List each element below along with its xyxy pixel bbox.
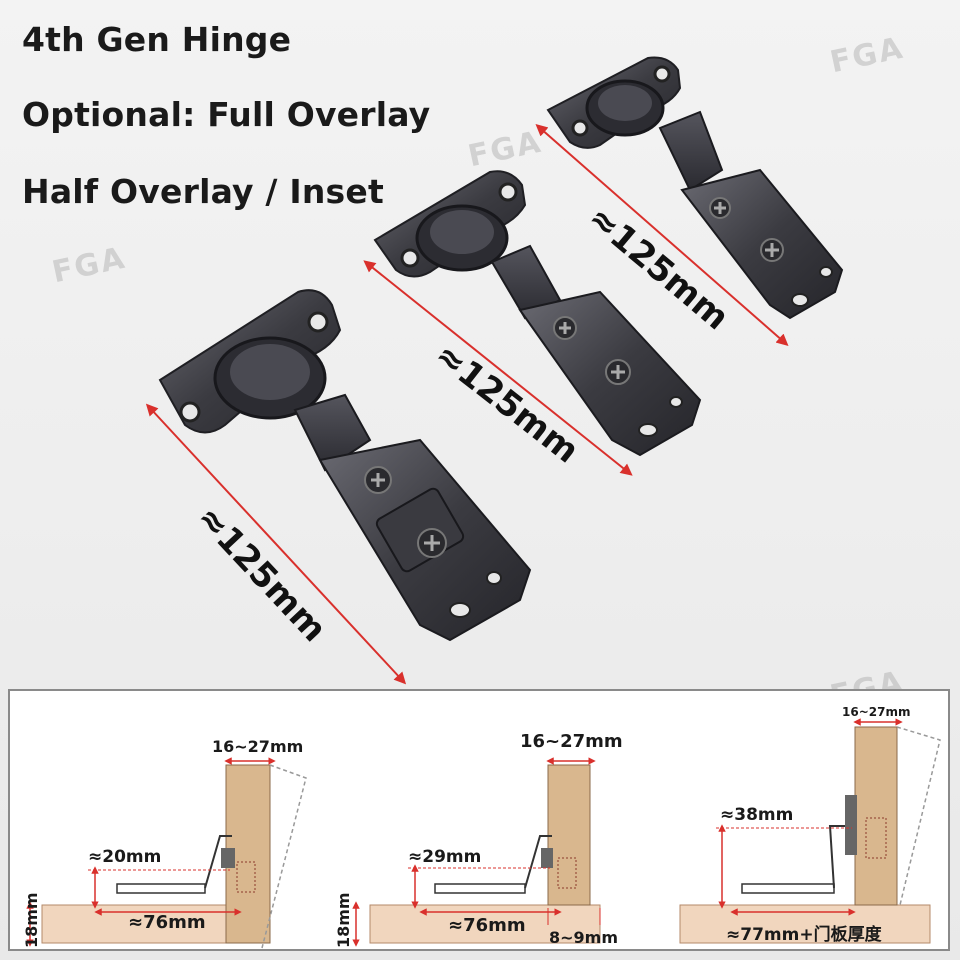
hinge-products-illustration [145,56,844,685]
half-overlay-overlap-label: 8~9mm [549,928,619,947]
length-dimension-line [535,124,789,346]
inset-cup-distance-label: ≈77mm+门板厚度 [726,925,882,945]
length-dimension-line [145,403,407,685]
full-overlay-mount-height-label: ≈20mm [88,847,162,867]
full-overlay-door-thickness-label: 16~27mm [212,737,304,756]
diagram-inset [679,718,941,944]
inset-mount-height-label: ≈38mm [720,805,794,825]
diagram-full-overlay [26,757,307,949]
length-dimension-line [363,260,633,476]
full-overlay-cup-distance-label: ≈76mm [128,912,206,933]
title-overlay-types: Half Overlay / Inset [22,172,384,211]
inset-door-thickness-label: 16~27mm [842,705,911,719]
half-overlay-mount-height-label: ≈29mm [408,847,482,867]
full-overlay-panel-thickness-label: 18mm [22,892,41,948]
half-overlay-panel-thickness-label: 18mm [334,892,353,948]
title-hinge-generation: 4th Gen Hinge [22,20,292,59]
half-overlay-door-thickness-label: 16~27mm [520,731,623,752]
diagram-half-overlay [352,757,601,947]
title-overlay-options: Optional: Full Overlay [22,95,431,134]
half-overlay-cup-distance-label: ≈76mm [448,915,526,936]
